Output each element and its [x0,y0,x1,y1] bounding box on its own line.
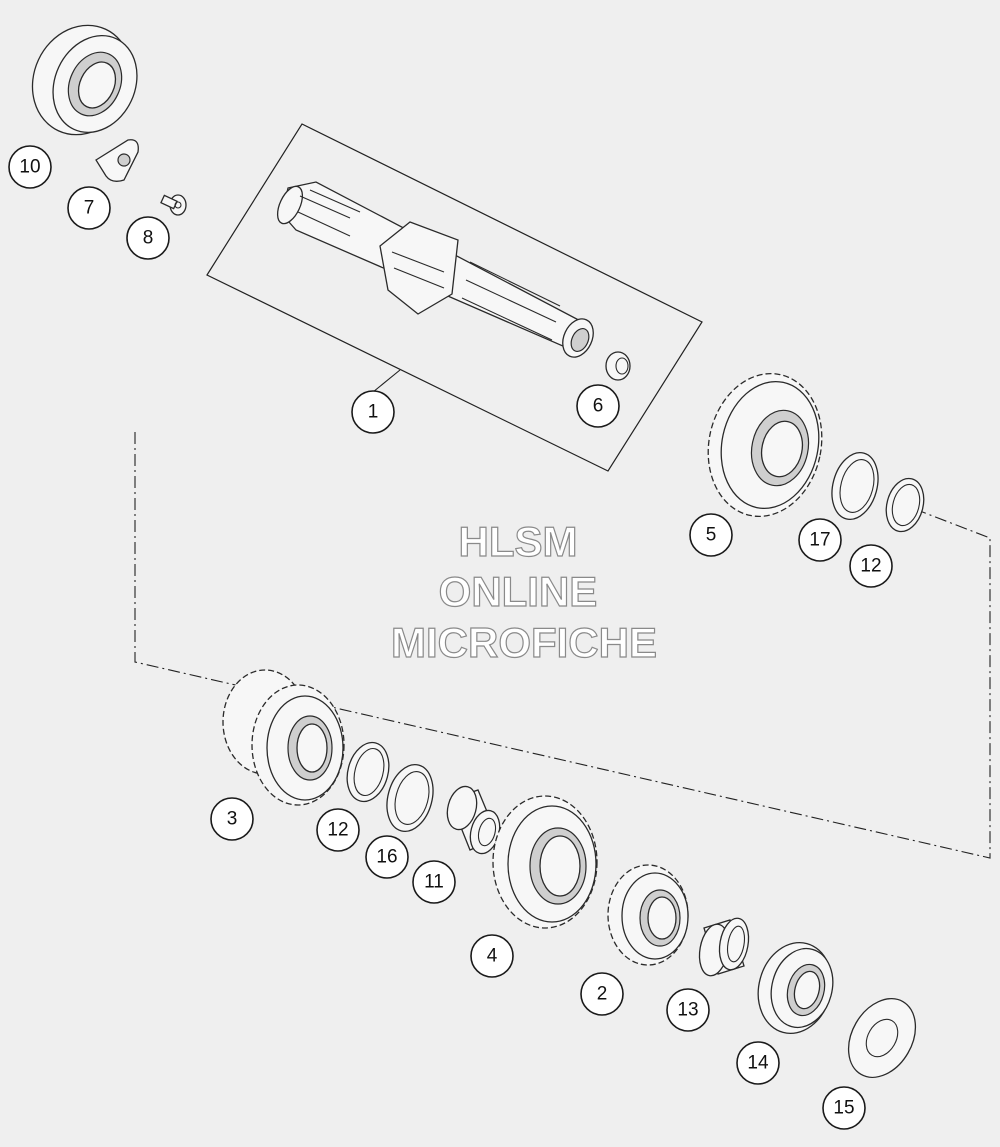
callout-label-2: 2 [597,984,608,1005]
main-shaft-part-1 [276,181,594,358]
callout-15[interactable]: 15 [822,1086,866,1130]
callout-label-5: 5 [706,525,717,546]
callout-7[interactable]: 7 [67,186,111,230]
washer-part-15 [847,998,917,1078]
lock-plate-part-7 [95,139,139,182]
needle-bush-part-6 [605,351,631,381]
callout-label-13: 13 [677,1000,698,1021]
callout-label-6: 6 [593,396,604,417]
callout-8[interactable]: 8 [126,216,170,260]
leader-line-1 [372,369,401,393]
callout-5[interactable]: 5 [689,513,733,557]
callout-17[interactable]: 17 [798,518,842,562]
shaft-assembly-frame [206,123,703,472]
bush-part-13 [698,917,750,977]
callout-11[interactable]: 11 [412,860,456,904]
callout-16[interactable]: 16 [365,835,409,879]
bearing-part-14 [757,941,834,1035]
callout-label-4: 4 [487,946,498,967]
callout-label-14: 14 [747,1053,769,1074]
circlip-part-12-upper [885,477,925,533]
callout-label-8: 8 [143,228,154,249]
callout-label-10: 10 [19,157,40,178]
ring-part-16 [386,764,434,832]
callout-12-upper[interactable]: 12 [849,544,893,588]
callout-label-3: 3 [227,809,238,830]
circlip-part-12-lower [346,741,390,803]
watermark-line-2: ONLINE [439,568,598,615]
callout-13[interactable]: 13 [666,988,710,1032]
watermark-line-3: MICROFICHE [391,619,657,666]
gear-part-5 [707,372,823,518]
bearing-part-10 [31,24,138,136]
callout-label-16: 16 [376,847,397,868]
callout-label-1: 1 [368,402,379,423]
callout-12-lower[interactable]: 12 [316,808,360,852]
callout-1[interactable]: 1 [351,390,395,434]
callout-2[interactable]: 2 [580,972,624,1016]
callout-label-7: 7 [84,198,95,219]
callout-label-15: 15 [833,1098,854,1119]
watermark-line-1: HLSM [459,518,578,565]
callout-label-12-lower: 12 [327,820,348,841]
callout-label-11: 11 [424,872,444,893]
ring-part-17 [831,452,879,520]
callout-14[interactable]: 14 [736,1041,780,1085]
callout-10[interactable]: 10 [8,145,52,189]
callout-label-12-upper: 12 [860,556,881,577]
double-gear-part-3 [222,669,345,806]
callout-4[interactable]: 4 [470,934,514,978]
gear-part-4 [492,795,598,929]
callout-label-17: 17 [809,530,830,551]
gear-part-2 [607,864,689,966]
assembly-path-line [134,432,991,859]
callout-6[interactable]: 6 [576,384,620,428]
callout-3[interactable]: 3 [210,797,254,841]
screw-part-8 [160,194,187,216]
